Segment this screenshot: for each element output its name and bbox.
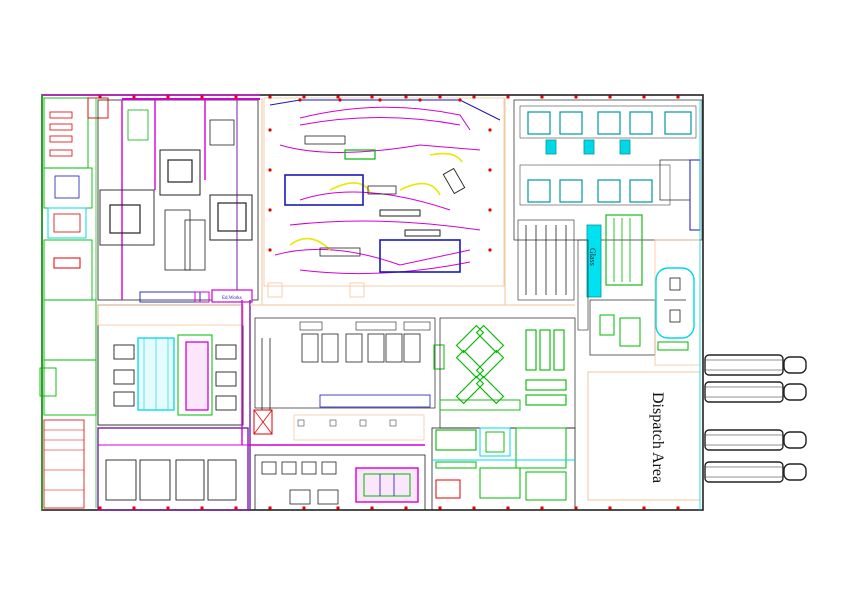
column-marker bbox=[98, 95, 102, 99]
column-marker bbox=[488, 248, 492, 252]
column-marker bbox=[488, 208, 492, 212]
column-marker bbox=[642, 95, 646, 99]
truck bbox=[704, 381, 807, 403]
column-marker bbox=[574, 95, 578, 99]
column-marker bbox=[472, 95, 476, 99]
column-marker bbox=[608, 506, 612, 510]
production-rows bbox=[254, 317, 445, 441]
agv-blue-box-2 bbox=[379, 239, 461, 273]
column-marker bbox=[404, 95, 408, 99]
loading-docks bbox=[704, 354, 807, 483]
ed-works-label: Ed.Works bbox=[222, 296, 242, 301]
column-marker bbox=[676, 506, 680, 510]
column-marker bbox=[540, 95, 544, 99]
column-marker bbox=[336, 506, 340, 510]
column-marker bbox=[506, 506, 510, 510]
column-marker bbox=[336, 95, 340, 99]
building-outline bbox=[41, 94, 704, 511]
column-marker bbox=[378, 98, 382, 102]
column-marker bbox=[298, 98, 302, 102]
column-marker bbox=[540, 506, 544, 510]
column-marker bbox=[676, 95, 680, 99]
control-room bbox=[654, 239, 701, 366]
column-marker bbox=[132, 95, 136, 99]
column-marker bbox=[268, 208, 272, 212]
column-marker bbox=[574, 506, 578, 510]
column-marker bbox=[506, 95, 510, 99]
paint-shop bbox=[97, 304, 244, 426]
column-markers bbox=[98, 95, 680, 510]
column-marker bbox=[404, 506, 408, 510]
column-marker bbox=[438, 506, 442, 510]
column-marker bbox=[370, 95, 374, 99]
column-marker bbox=[458, 98, 462, 102]
dispatch-area: Dispatch Area bbox=[587, 100, 701, 510]
column-marker bbox=[98, 506, 102, 510]
column-marker bbox=[268, 128, 272, 132]
column-marker bbox=[268, 248, 272, 252]
column-marker bbox=[608, 95, 612, 99]
agv-track-area bbox=[263, 97, 505, 298]
utility-rooms bbox=[97, 300, 425, 511]
machining-hall: Ed.Works bbox=[97, 99, 259, 303]
column-marker bbox=[268, 95, 272, 99]
column-marker bbox=[200, 506, 204, 510]
dispatch-label: Dispatch Area bbox=[649, 392, 666, 483]
glass-label: Glass bbox=[588, 248, 597, 266]
column-marker bbox=[132, 506, 136, 510]
column-marker bbox=[488, 168, 492, 172]
column-marker bbox=[438, 95, 442, 99]
column-marker bbox=[234, 506, 238, 510]
bottom-assembly bbox=[254, 454, 426, 511]
rack-zone bbox=[439, 317, 576, 429]
column-marker bbox=[302, 506, 306, 510]
column-marker bbox=[418, 98, 422, 102]
machine-cells-top bbox=[513, 99, 703, 241]
storage-racks: Glass bbox=[517, 214, 656, 356]
truck bbox=[704, 354, 807, 376]
column-marker bbox=[268, 506, 272, 510]
bottom-right-assembly bbox=[431, 427, 576, 511]
column-marker bbox=[302, 95, 306, 99]
office-strip bbox=[39, 97, 109, 509]
column-marker bbox=[268, 168, 272, 172]
truck bbox=[704, 429, 807, 451]
column-marker bbox=[234, 95, 238, 99]
column-marker bbox=[642, 506, 646, 510]
ed-works-box bbox=[211, 289, 253, 303]
column-marker bbox=[488, 128, 492, 132]
column-marker bbox=[472, 506, 476, 510]
glass-store bbox=[586, 224, 602, 298]
column-marker bbox=[166, 506, 170, 510]
agv-blue-box-1 bbox=[284, 174, 364, 206]
column-marker bbox=[338, 98, 342, 102]
column-marker bbox=[166, 95, 170, 99]
truck bbox=[704, 461, 807, 483]
column-marker bbox=[370, 506, 374, 510]
column-marker bbox=[200, 95, 204, 99]
